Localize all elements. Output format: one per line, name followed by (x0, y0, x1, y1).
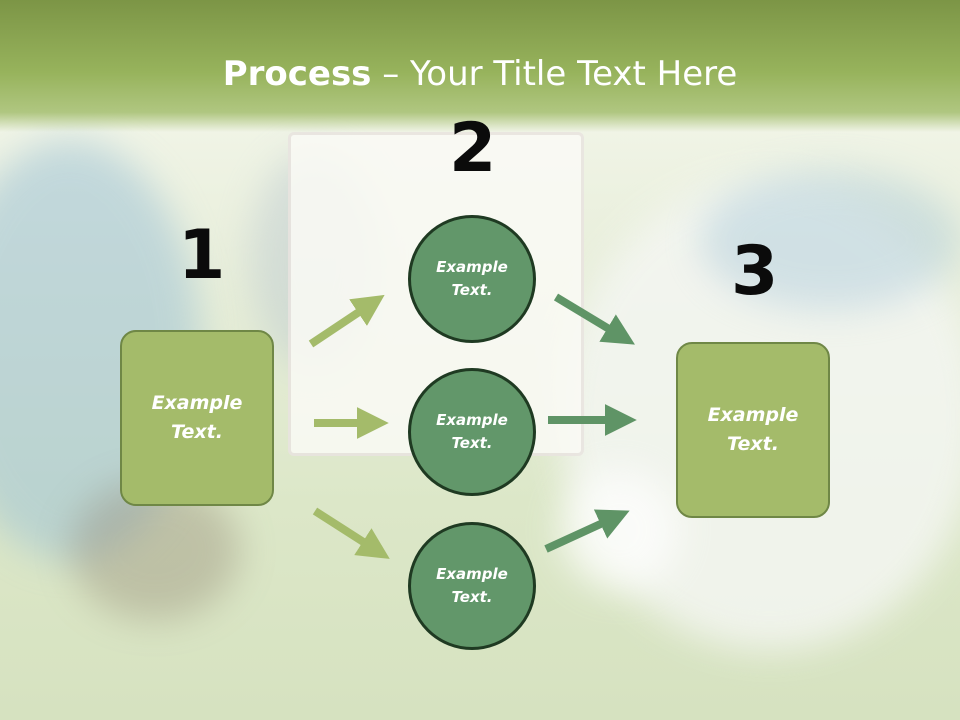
step-number-2: 2 (449, 109, 497, 188)
left-box[interactable]: Example Text. (120, 330, 274, 506)
arrow-from-bottom-circle (544, 509, 630, 553)
title-bold: Process (222, 54, 372, 94)
top-circle[interactable]: Example Text. (408, 215, 536, 343)
right-box[interactable]: Example Text. (676, 342, 830, 518)
bottom-circle-text: Example Text. (436, 565, 508, 606)
title-rest: – Your Title Text Here (371, 54, 738, 94)
right-box-text: Example Text. (707, 404, 799, 455)
left-box-text: Example Text. (151, 392, 243, 443)
bottom-circle[interactable]: Example Text. (408, 522, 536, 650)
middle-circle-text: Example Text. (436, 411, 508, 452)
title-band (0, 0, 960, 132)
arrow-from-top-circle (553, 293, 635, 345)
background-photo-region (700, 170, 960, 310)
middle-circle[interactable]: Example Text. (408, 368, 536, 496)
step-number-1: 1 (178, 216, 226, 295)
arrow-to-bottom-circle (312, 507, 390, 559)
step-number-3: 3 (731, 232, 779, 311)
top-circle-text: Example Text. (436, 258, 508, 299)
slide-title[interactable]: Process – Your Title Text Here (0, 54, 960, 94)
arrow-to-top-circle (308, 294, 385, 348)
